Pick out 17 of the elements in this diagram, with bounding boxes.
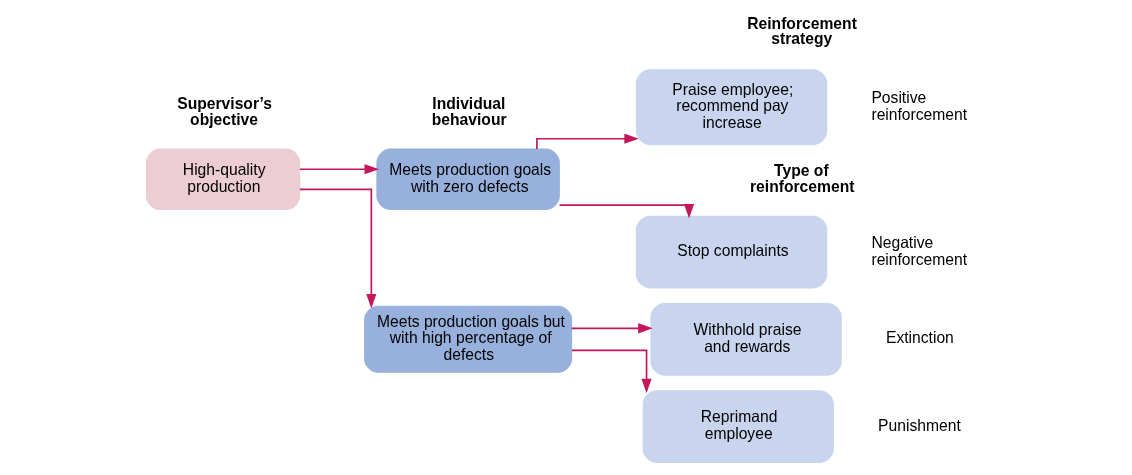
label: Reinforcement strategy — [747, 14, 857, 48]
arrow — [536, 133, 639, 150]
arrow — [558, 203, 695, 219]
label: Type of reinforcement — [750, 162, 855, 195]
node-label: Punishment — [878, 416, 961, 434]
node-label: Extinction — [885, 329, 954, 347]
label: Individual behaviour — [431, 95, 507, 128]
arrow — [570, 323, 653, 334]
arrow — [299, 164, 380, 175]
node-box: Meets production goals but with high percentage of defects — [364, 305, 573, 373]
node-box: Meets production goals with zero defects — [376, 148, 560, 211]
arrow — [299, 188, 377, 309]
node-box: High-quality production — [145, 148, 301, 211]
arrow — [571, 349, 652, 394]
node-label: Negative reinforcement — [871, 233, 968, 268]
node-label: Positive reinforcement — [871, 88, 968, 123]
label: Supervisor’s objective — [177, 95, 273, 128]
